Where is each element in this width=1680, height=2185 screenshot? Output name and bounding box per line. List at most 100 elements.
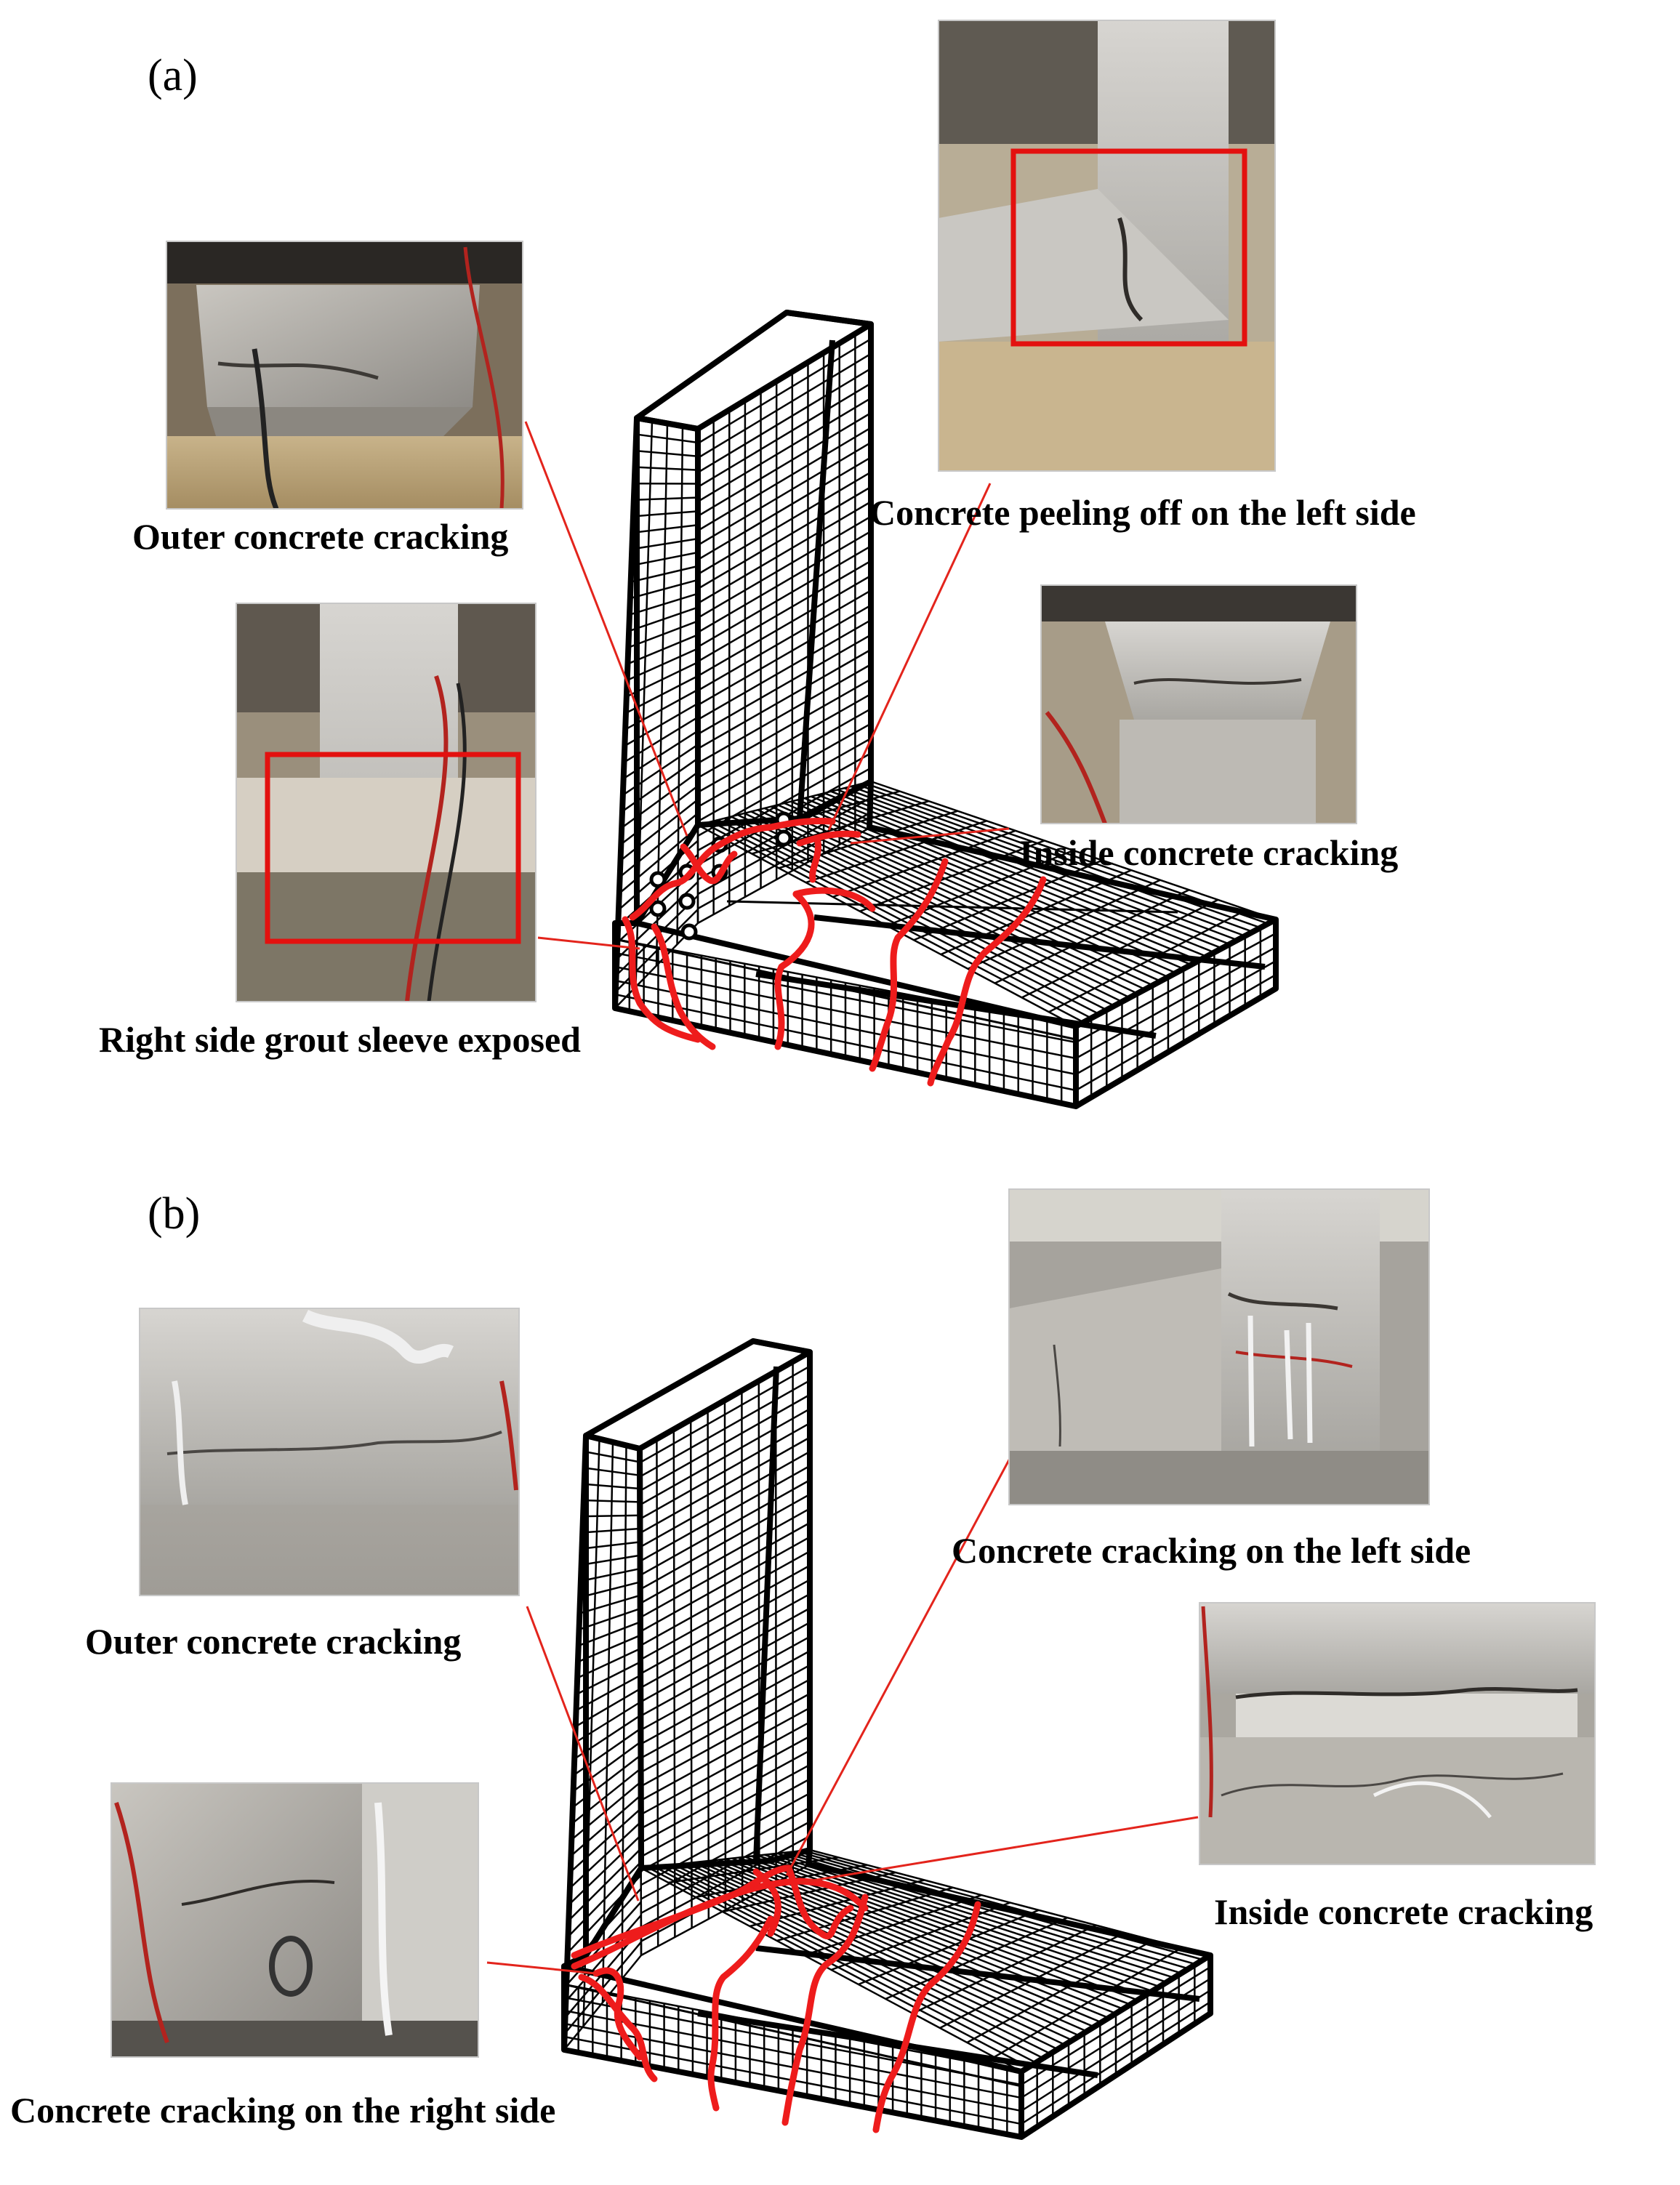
mesh-bar (614, 993, 1077, 1092)
mesh-bar (632, 510, 699, 518)
mesh-bar (1075, 959, 1277, 1076)
mesh-bar (1075, 973, 1277, 1092)
mesh-bar (640, 1607, 811, 1703)
mesh-bar (640, 1664, 811, 1760)
leader-lines (486, 1402, 1199, 1975)
mesh-bar (640, 1508, 811, 1605)
mesh-bar (1048, 909, 1247, 1013)
caption-inside-cracking: Inside concrete cracking (1019, 832, 1398, 873)
mesh-bar (619, 812, 699, 878)
mesh-bar (912, 1924, 1097, 2015)
crack-pattern (571, 1864, 981, 2133)
mesh-bar (635, 449, 699, 458)
panel-letter: (b) (148, 1189, 200, 1239)
mesh-bar (697, 678, 872, 779)
mesh-bar (639, 1479, 811, 1577)
mesh-bar (697, 545, 872, 648)
mesh-bar (697, 604, 872, 707)
mesh-bar (639, 1408, 811, 1506)
mesh-bar (697, 441, 872, 547)
mesh-bar (640, 1564, 811, 1661)
mesh-bar (632, 523, 699, 534)
mesh-bar (619, 799, 699, 861)
mesh-bar (697, 648, 872, 750)
specimen-outline (612, 310, 1279, 1109)
mesh-bar (832, 829, 1016, 898)
mesh-bar (640, 1621, 811, 1717)
mesh-bar (697, 501, 872, 605)
mesh-bar (640, 1593, 811, 1689)
mesh-bar (639, 1365, 811, 1464)
mesh-bar (966, 1939, 1154, 2044)
mesh-bar (1075, 932, 1277, 1044)
caption-inside-cracking: Inside concrete cracking (1214, 1891, 1593, 1932)
mesh-bar (803, 1894, 982, 1957)
mesh-bar (640, 1821, 811, 1915)
mesh-bar (582, 1527, 640, 1534)
mesh-bar (697, 619, 872, 721)
mesh-bar (994, 889, 1190, 984)
mesh-bar (697, 471, 872, 576)
mesh-bar (631, 551, 699, 567)
mesh-bar (582, 1541, 640, 1550)
mesh-bar (697, 664, 872, 765)
mesh-bar (697, 780, 872, 826)
mesh-bar (697, 427, 872, 532)
mesh-bar (635, 466, 699, 471)
mesh-bar (697, 723, 872, 823)
mesh-bar (584, 1451, 640, 1463)
mesh-bar (697, 353, 872, 459)
mesh-bar (632, 537, 699, 550)
mesh-bar (639, 1436, 811, 1534)
specimen-schematic (561, 1338, 1213, 2140)
mesh-bar (581, 1554, 640, 1566)
caption-cracking-right: Concrete cracking on the right side (10, 2090, 555, 2130)
mesh-bar (639, 1465, 811, 1562)
mesh-bar (640, 1778, 811, 1872)
mesh-bar (620, 785, 699, 845)
mesh-bar (640, 1650, 811, 1745)
mesh-bar (697, 382, 872, 488)
photo-grout-sleeve-exposed (236, 603, 536, 1002)
base-mesh-top (640, 1848, 1211, 2073)
mesh-bar (940, 869, 1132, 956)
mesh-bar (583, 1499, 640, 1503)
mesh-bar (640, 1750, 811, 1844)
grout-sleeves (649, 811, 792, 941)
mesh-bar (858, 1909, 1040, 1986)
mesh-bar (640, 1707, 811, 1802)
mesh-bar (859, 840, 1045, 912)
panel-letter: (a) (148, 51, 198, 100)
caption-cracking-left: Concrete cracking on the left side (952, 1530, 1471, 1571)
photo-cracking-left (1008, 1188, 1430, 1505)
mesh-bar (570, 1794, 642, 1857)
mesh-bar (569, 1821, 642, 1889)
mesh-bar (614, 965, 1077, 1060)
mesh-bar (619, 826, 699, 895)
mesh-bar (640, 1579, 811, 1675)
mesh-bar (1021, 1989, 1211, 2112)
mesh-bar (627, 620, 699, 648)
mesh-bar (1021, 1965, 1211, 2086)
mesh-bar (614, 951, 1077, 1044)
mesh-bar (569, 1808, 642, 1873)
mesh-bar (580, 1567, 640, 1582)
mesh-bar (967, 879, 1161, 970)
mesh-bar (579, 1594, 640, 1614)
mesh-bar (639, 1380, 811, 1478)
mesh-bar (1021, 2000, 1211, 2125)
mesh-bar (563, 2009, 1022, 2099)
caption-grout-sleeve-exposed: Right side grout sleeve exposed (99, 1019, 581, 1060)
mesh-bar (697, 560, 872, 663)
mesh-bar (584, 1467, 640, 1476)
specimen-outline (561, 1338, 1213, 2140)
mesh-bar (697, 367, 872, 474)
mesh-bar (584, 1483, 640, 1490)
mesh-bar (697, 708, 872, 808)
mesh-bar (697, 486, 872, 590)
mesh-bar (640, 1763, 811, 1858)
panel-a: (a) (99, 20, 1416, 1109)
panel-b: (b) (10, 1188, 1596, 2140)
mesh-bar (640, 1521, 811, 1619)
